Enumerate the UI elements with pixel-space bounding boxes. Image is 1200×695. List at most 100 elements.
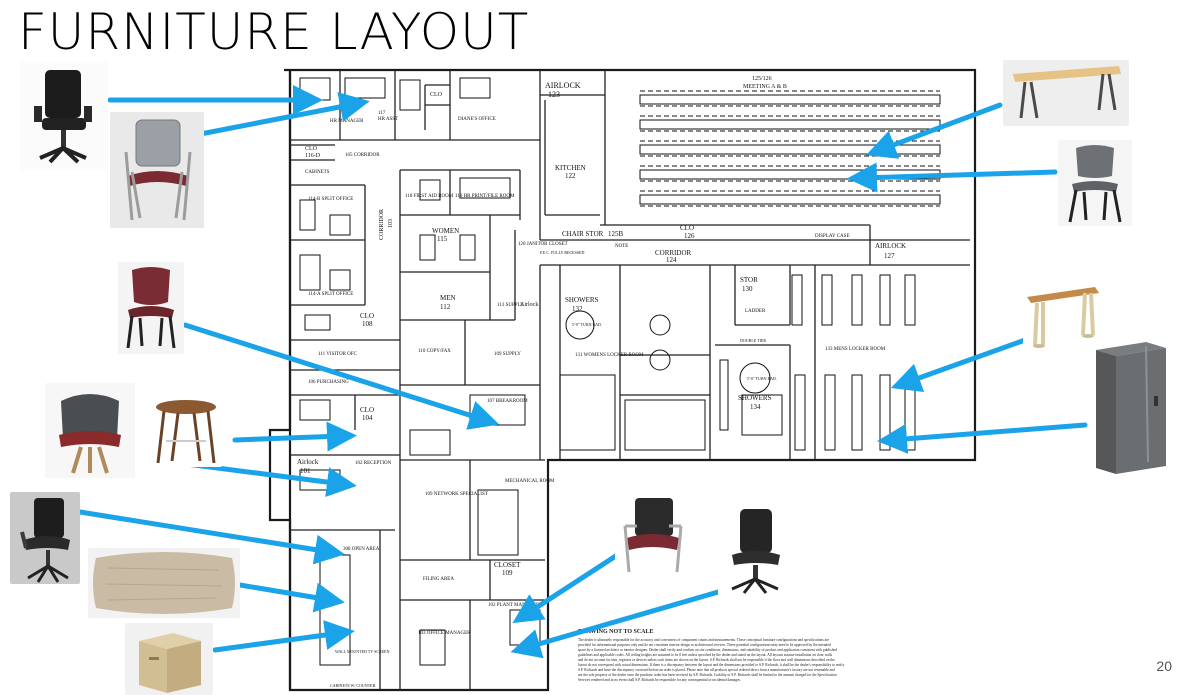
label-kitchen: KITCHEN — [555, 164, 586, 172]
label-closet-num: 109 — [502, 569, 513, 577]
label-double-tier: DOUBLE TIER — [740, 338, 766, 343]
slide-title: FURNITURE LAYOUT — [18, 3, 530, 61]
arrow-conference-table — [237, 582, 345, 613]
drawing-note: DRAWING NOT TO SCALE — [578, 629, 654, 635]
label-clo-104: CLO — [360, 406, 374, 414]
arrow-manager-chair — [510, 587, 728, 659]
disclaimer-line: Services rendered and in no event shall … — [578, 678, 741, 682]
label-men-num: 112 — [440, 303, 451, 311]
disclaimer-line: provided for informational purposes only… — [578, 643, 831, 647]
label-showers-right: SHOWERS — [738, 394, 772, 402]
guest-chair-right-photo — [615, 492, 690, 577]
label-note: NOTE — [615, 244, 628, 249]
label-hr-asst-num: 117 — [378, 111, 386, 116]
label-fec: F.E.C. FULLY RECESSED — [540, 250, 584, 255]
label-airlock-101-num: 101 — [300, 467, 311, 475]
label-clo-126-num: 126 — [684, 232, 695, 240]
label-first-aid: 118 FIRST AID ROOM — [405, 194, 454, 199]
label-clo-104-num: 104 — [362, 414, 373, 422]
label-supply-113: 113 SUPPLY — [497, 303, 524, 308]
arrow-stacking-chair — [182, 322, 500, 430]
label-airlock-left: Airlock — [520, 302, 538, 308]
callout-arrows — [77, 85, 1088, 659]
label-cabinets: CABINETS — [305, 170, 330, 175]
disclaimer-line: space by a licensed architect or interio… — [578, 648, 837, 653]
label-diane: DIANE'S OFFICE — [458, 117, 496, 122]
label-display-case: DISPLAY CASE — [815, 234, 850, 239]
storage-pedestal-photo — [125, 623, 213, 695]
label-showers-right-num: 134 — [750, 403, 761, 411]
label-plant-manager: 102 PLANT MANAGER — [488, 603, 540, 608]
label-filing-area: FILING AREA — [423, 577, 454, 582]
label-airlock-101: Airlock — [297, 458, 319, 466]
label-clo: CLO — [430, 92, 443, 98]
label-turn-radius-women: 5'-0" TURN RAD. — [572, 322, 602, 327]
locker-bench-photo — [1023, 285, 1103, 351]
disclaimer-line: layout do not correspond with actual dim… — [578, 663, 845, 668]
label-clo-126: CLO — [680, 224, 694, 232]
disclaimer-line: S.P. Richards and have the discrepancy c… — [578, 668, 835, 672]
disclaimer-line: The dealer is ultimately responsible for… — [578, 638, 829, 642]
label-clo-116-code: 116-D — [305, 153, 321, 159]
round-side-table-photo — [150, 395, 222, 467]
label-clo-108: CLO — [360, 312, 374, 320]
label-hr-asst: HR ASST — [378, 117, 398, 122]
label-showers: SHOWERS — [565, 296, 599, 304]
label-showers-num: 132 — [572, 305, 583, 313]
label-mechanical: MECHANICAL ROOM — [505, 479, 555, 484]
label-corridor-124: CORRIDOR — [655, 249, 692, 257]
label-chair-stor: CHAIR STOR — [562, 230, 604, 238]
label-hr-manager: HR MANAGER — [330, 119, 364, 124]
arrow-training-table — [865, 102, 1003, 159]
grey-stacking-chair-photo — [1058, 140, 1132, 226]
label-network: 109 NETWORK SPECIALIST — [425, 492, 488, 497]
training-table-photo — [1003, 60, 1129, 126]
label-supply-109: 109 SUPPLY — [494, 352, 521, 357]
label-airlock-right: AIRLOCK — [875, 242, 906, 250]
stacking-chair-burgundy-photo — [118, 262, 184, 354]
lounge-chair-photo — [45, 383, 135, 478]
arrow-grey-chair — [847, 162, 1058, 193]
label-meeting: MEETING A & B — [743, 84, 787, 90]
label-hr-print: 119 HR PRINT/FILE ROOM — [455, 194, 515, 199]
label-corridor-124-num: 124 — [666, 256, 677, 264]
label-janitor: 120 JANITOR CLOSET — [518, 242, 568, 247]
disclaimer-line: and do not account for trim, registers o… — [578, 658, 835, 663]
disclaimer-line: guidelines and applicable codes. All cei… — [578, 653, 833, 657]
label-visitor-office: 111 VISITOR OFC — [318, 352, 358, 357]
disclaimer-block: DRAWING NOT TO SCALE The dealer is ultim… — [578, 629, 845, 682]
label-open-area: 308 OPEN AREA — [343, 547, 380, 552]
label-closet: CLOSET — [494, 561, 521, 569]
label-split-office-a: 114-A SPLIT OFFICE — [308, 292, 353, 297]
label-men: MEN — [440, 294, 456, 302]
label-split-office-b: 114-B SPLIT OFFICE — [308, 197, 353, 202]
label-corridor-vert-num: 103 — [388, 219, 394, 228]
arrow-lounge-chair — [232, 421, 357, 452]
arrow-locker — [877, 422, 1088, 454]
label-ladder: LADDER — [745, 309, 766, 314]
label-turn-radius-men: 5'-0" TURN RAD. — [747, 376, 777, 381]
mesh-guest-chair-photo — [110, 112, 204, 228]
label-kitchen-num: 122 — [565, 172, 576, 180]
label-stor-num: 130 — [742, 285, 753, 293]
label-office-manager: 103 OFFICE MANAGER — [418, 631, 471, 636]
arrow-pedestal — [212, 620, 355, 653]
label-clo-116: CLO — [305, 146, 318, 152]
meeting-room-chairs — [640, 90, 940, 207]
label-clo-108-num: 108 — [362, 320, 373, 328]
page-number: 20 — [1156, 658, 1172, 674]
executive-task-chair-photo — [20, 62, 108, 170]
label-women-num: 115 — [437, 235, 448, 243]
label-mens-locker: 133 MENS LOCKER ROOM — [825, 347, 886, 352]
label-wall-mounted: WALL MOUNTED TV SCREEN — [335, 649, 390, 654]
conference-table-top-photo — [88, 548, 240, 618]
label-cabinets-bottom: CABINETS W/ COUNTER — [330, 683, 376, 688]
label-corridor-105: 105 CORRIDOR — [345, 153, 380, 158]
disclaimer-line: are the sole property of the dealer once… — [578, 673, 837, 677]
conference-task-chair-photo — [10, 492, 80, 584]
arrow-bench — [890, 337, 1028, 393]
label-purchasing: 106 PURCHASING — [308, 380, 349, 385]
interior-walls — [290, 70, 970, 690]
womens-locker-fixtures — [559, 310, 771, 451]
arrow-task-chair — [77, 509, 345, 565]
